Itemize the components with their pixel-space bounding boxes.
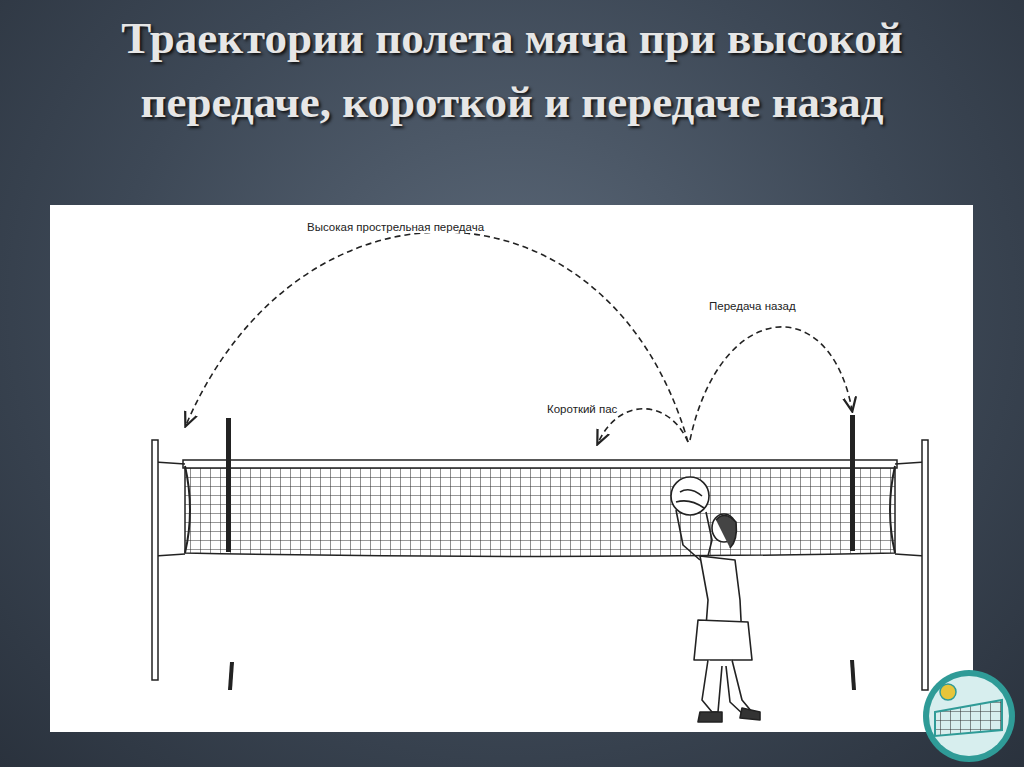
volleyball-net [155, 460, 925, 557]
logo-badge [923, 670, 1015, 762]
trajectory-label: Передача назад [707, 300, 798, 312]
ball-trajectory [186, 232, 852, 443]
trajectory-label: Высокая прострельная передача [305, 221, 486, 233]
player-figure [671, 477, 760, 722]
court-mark [228, 660, 856, 690]
antenna [226, 415, 855, 552]
image-panel [50, 205, 973, 732]
slide-title: Траектории полета мяча при высокой перед… [112, 6, 912, 134]
trajectory-label: Короткий пас [545, 403, 619, 415]
net-post [152, 440, 928, 690]
